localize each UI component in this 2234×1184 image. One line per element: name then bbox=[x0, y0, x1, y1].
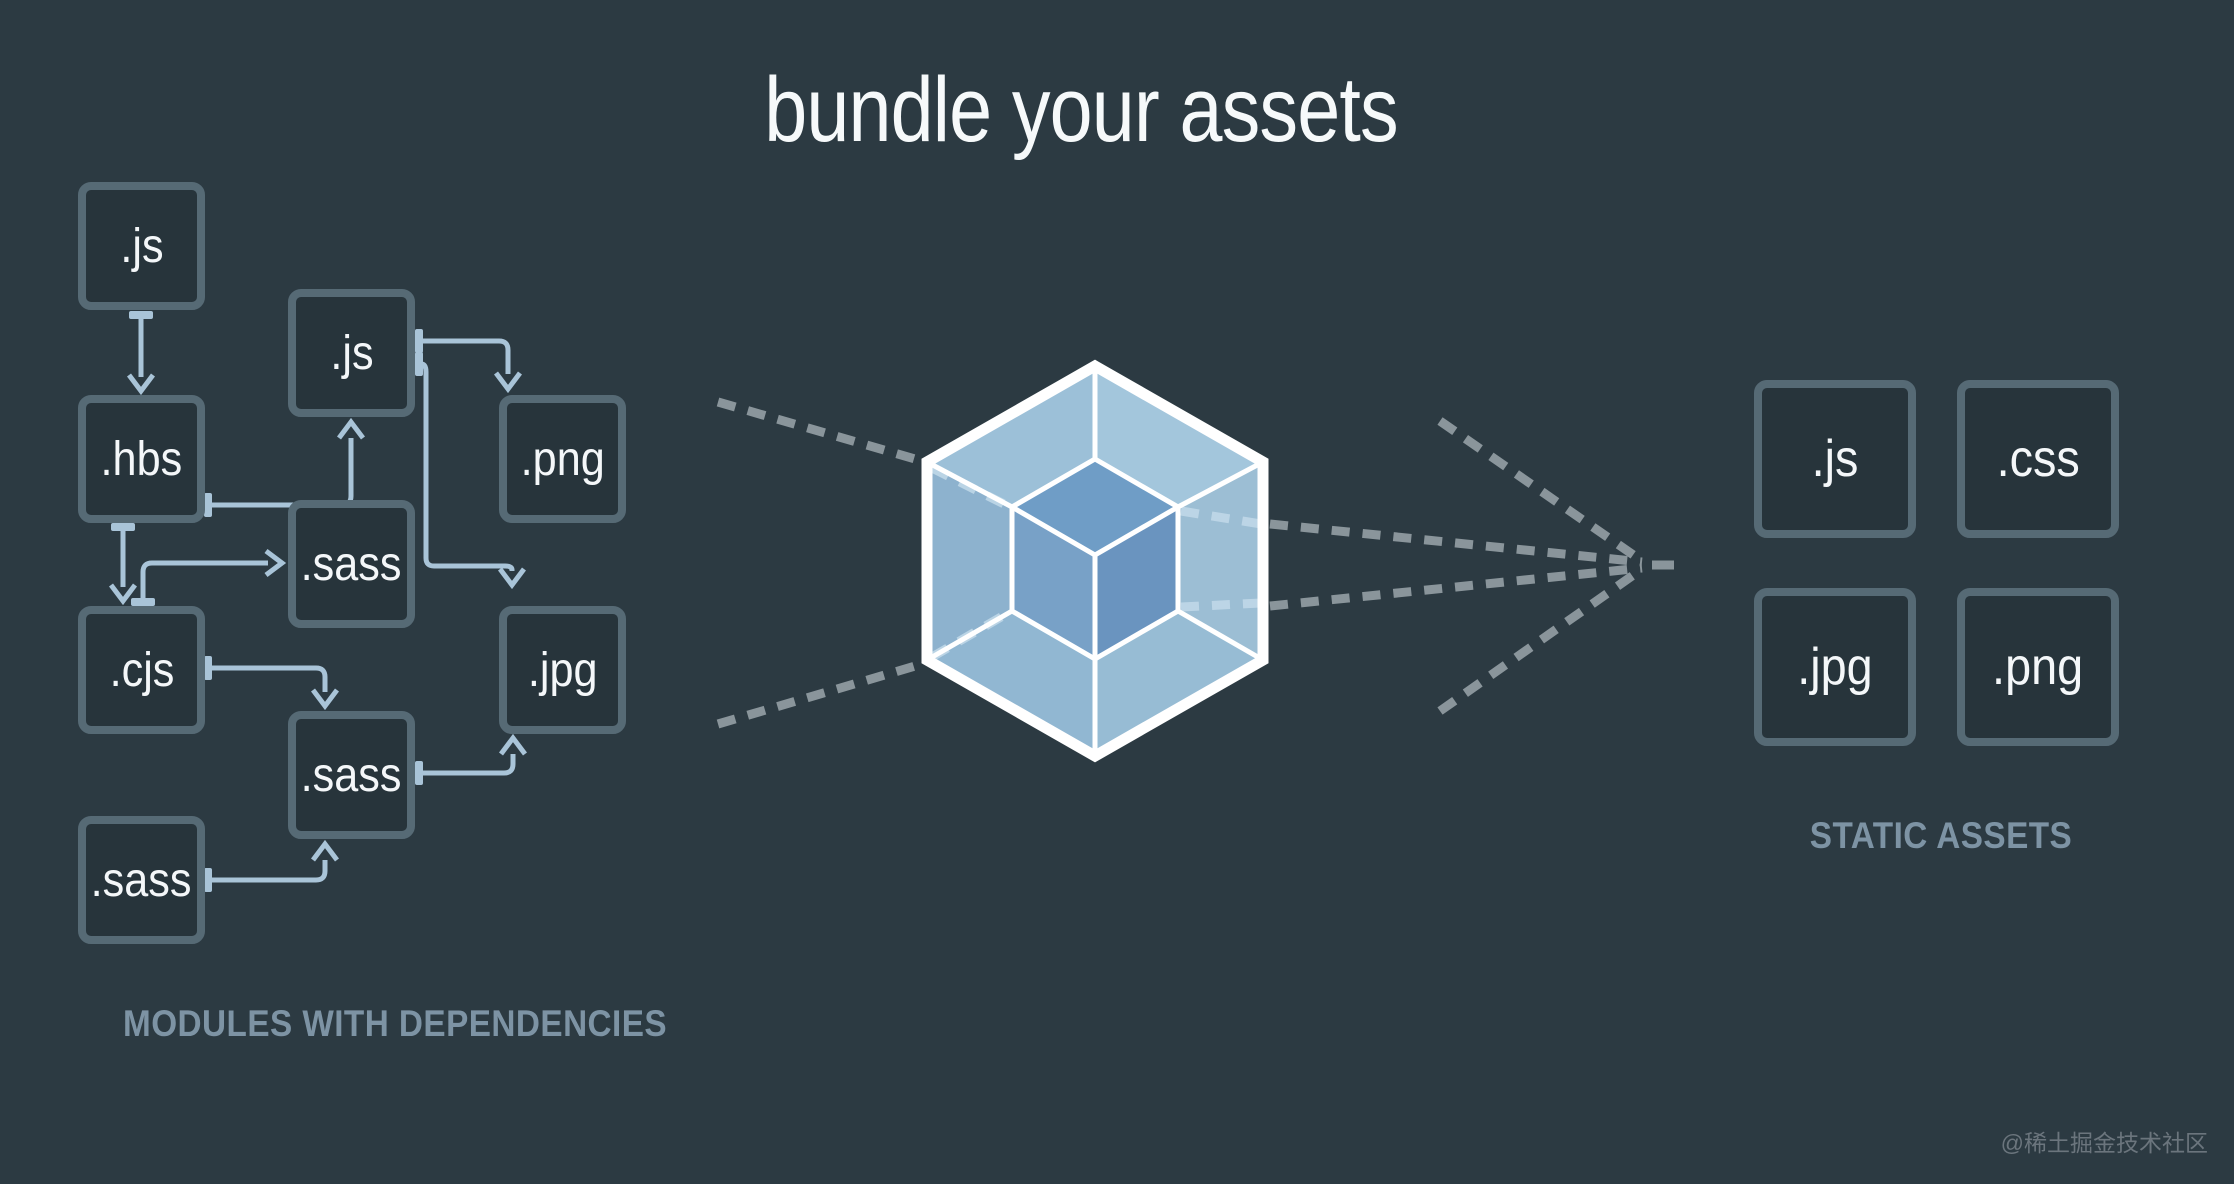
arrow-js2-to-png bbox=[415, 329, 522, 394]
module-box-label: .js bbox=[329, 326, 374, 380]
module-box-label: .hbs bbox=[100, 432, 183, 486]
module-box-label: .sass bbox=[301, 748, 402, 802]
module-box-png: .png bbox=[499, 395, 626, 523]
arrow-sass2-to-jpg bbox=[415, 733, 527, 785]
modules-with-dependencies-label: MODULES WITH DEPENDENCIES bbox=[123, 1003, 668, 1044]
webpack-cube-outline bbox=[921, 359, 1269, 763]
asset-box-css: .css bbox=[1957, 380, 2119, 538]
module-box-js-1: .js bbox=[78, 182, 205, 310]
module-box-sass-1: .sass bbox=[288, 500, 415, 628]
module-box-js-2: .js bbox=[288, 289, 415, 417]
module-box-label: .sass bbox=[91, 853, 192, 907]
webpack-cube-outer-faces bbox=[927, 366, 1263, 756]
asset-box-label: .js bbox=[1811, 430, 1859, 488]
module-box-sass-3: .sass bbox=[78, 816, 205, 944]
arrow-cjs-to-sass1 bbox=[131, 549, 287, 606]
webpack-cube-inner bbox=[1009, 456, 1181, 662]
page-title: bundle your assets bbox=[764, 59, 1398, 161]
module-box-label: .jpg bbox=[527, 643, 598, 697]
asset-box-label: .jpg bbox=[1797, 638, 1873, 696]
module-box-label: .png bbox=[520, 432, 605, 486]
module-box-label: .js bbox=[119, 219, 164, 273]
output-dashed-arrow bbox=[1269, 417, 1674, 715]
arrow-js1-to-hbs bbox=[127, 311, 155, 396]
webpack-logo-graphic bbox=[716, 359, 1674, 763]
arrow-cjs-to-sass2 bbox=[204, 656, 339, 711]
module-box-hbs: .hbs bbox=[78, 395, 205, 523]
watermark-text: @稀土掘金技术社区 bbox=[2000, 1130, 2208, 1156]
arrow-sass3-to-sass2 bbox=[204, 839, 339, 892]
arrow-js2-to-jpg bbox=[415, 352, 526, 590]
asset-box-label: .css bbox=[1996, 430, 2080, 488]
module-box-cjs: .cjs bbox=[78, 606, 205, 734]
module-box-sass-2: .sass bbox=[288, 711, 415, 839]
module-box-label: .sass bbox=[301, 537, 402, 591]
asset-box-js: .js bbox=[1754, 380, 1916, 538]
asset-box-png: .png bbox=[1957, 588, 2119, 746]
module-box-jpg: .jpg bbox=[499, 606, 626, 734]
arrow-hbs-to-cjs bbox=[109, 523, 137, 606]
input-dashed-lines bbox=[716, 397, 924, 729]
static-assets-label: STATIC ASSETS bbox=[1809, 815, 2073, 856]
webpack-cube-spokes bbox=[925, 366, 1265, 756]
asset-box-label: .png bbox=[1992, 638, 2084, 696]
module-box-label: .cjs bbox=[109, 643, 174, 697]
asset-box-jpg: .jpg bbox=[1754, 588, 1916, 746]
